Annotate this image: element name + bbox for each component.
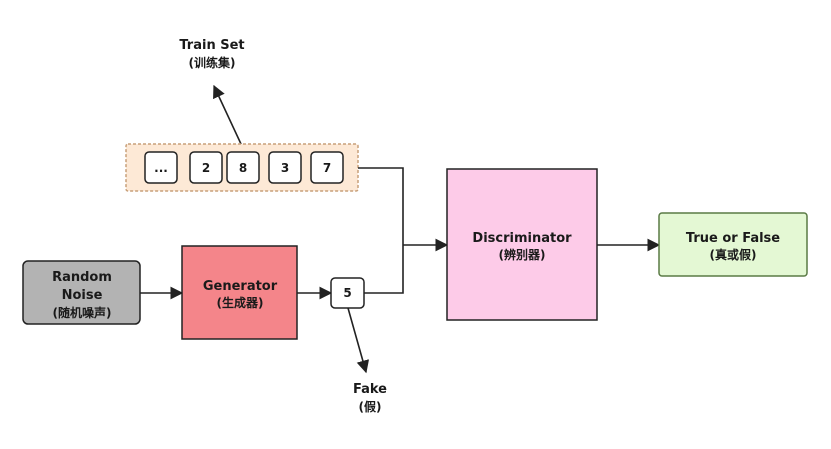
random-noise-sublabel: (随机噪声) (53, 305, 112, 320)
train-cell (189, 151, 223, 184)
generator-sublabel: (生成器) (217, 295, 264, 310)
train-cell (144, 151, 178, 184)
fake-label: Fake (353, 382, 387, 397)
random-noise-label-line1: Random (52, 270, 112, 285)
random-noise-label-line2: Noise (62, 288, 103, 303)
train-set-sublabel: (训练集) (189, 55, 236, 70)
output-label: True or False (686, 231, 780, 246)
train-set-cells: ... 2 8 3 7 (144, 151, 344, 184)
fake-sublabel: (假) (359, 399, 382, 414)
sample-to-fake-arrow (347, 307, 370, 374)
output-sublabel: (真或假) (710, 247, 757, 262)
train-cell-value: ... (154, 161, 168, 175)
output-box (658, 212, 808, 277)
generator-box (181, 245, 298, 340)
generator-label: Generator (203, 279, 278, 294)
train-cell (310, 151, 344, 184)
train-to-discriminator-connector (358, 167, 404, 245)
train-cell-value: 8 (239, 161, 247, 175)
train-cell (268, 151, 302, 184)
train-cell-value: 2 (202, 161, 210, 175)
discriminator-sublabel: (辨别器) (499, 247, 546, 262)
fake-sample-value: 5 (343, 286, 351, 300)
train-cell-value: 3 (281, 161, 289, 175)
discriminator-box (446, 168, 598, 321)
discriminator-label: Discriminator (472, 231, 572, 246)
train-cell (226, 151, 260, 184)
train-cell-value: 7 (323, 161, 331, 175)
train-set-label: Train Set (179, 38, 244, 53)
sample-to-discriminator-connector (364, 245, 404, 294)
train-set-arrow (213, 84, 242, 145)
